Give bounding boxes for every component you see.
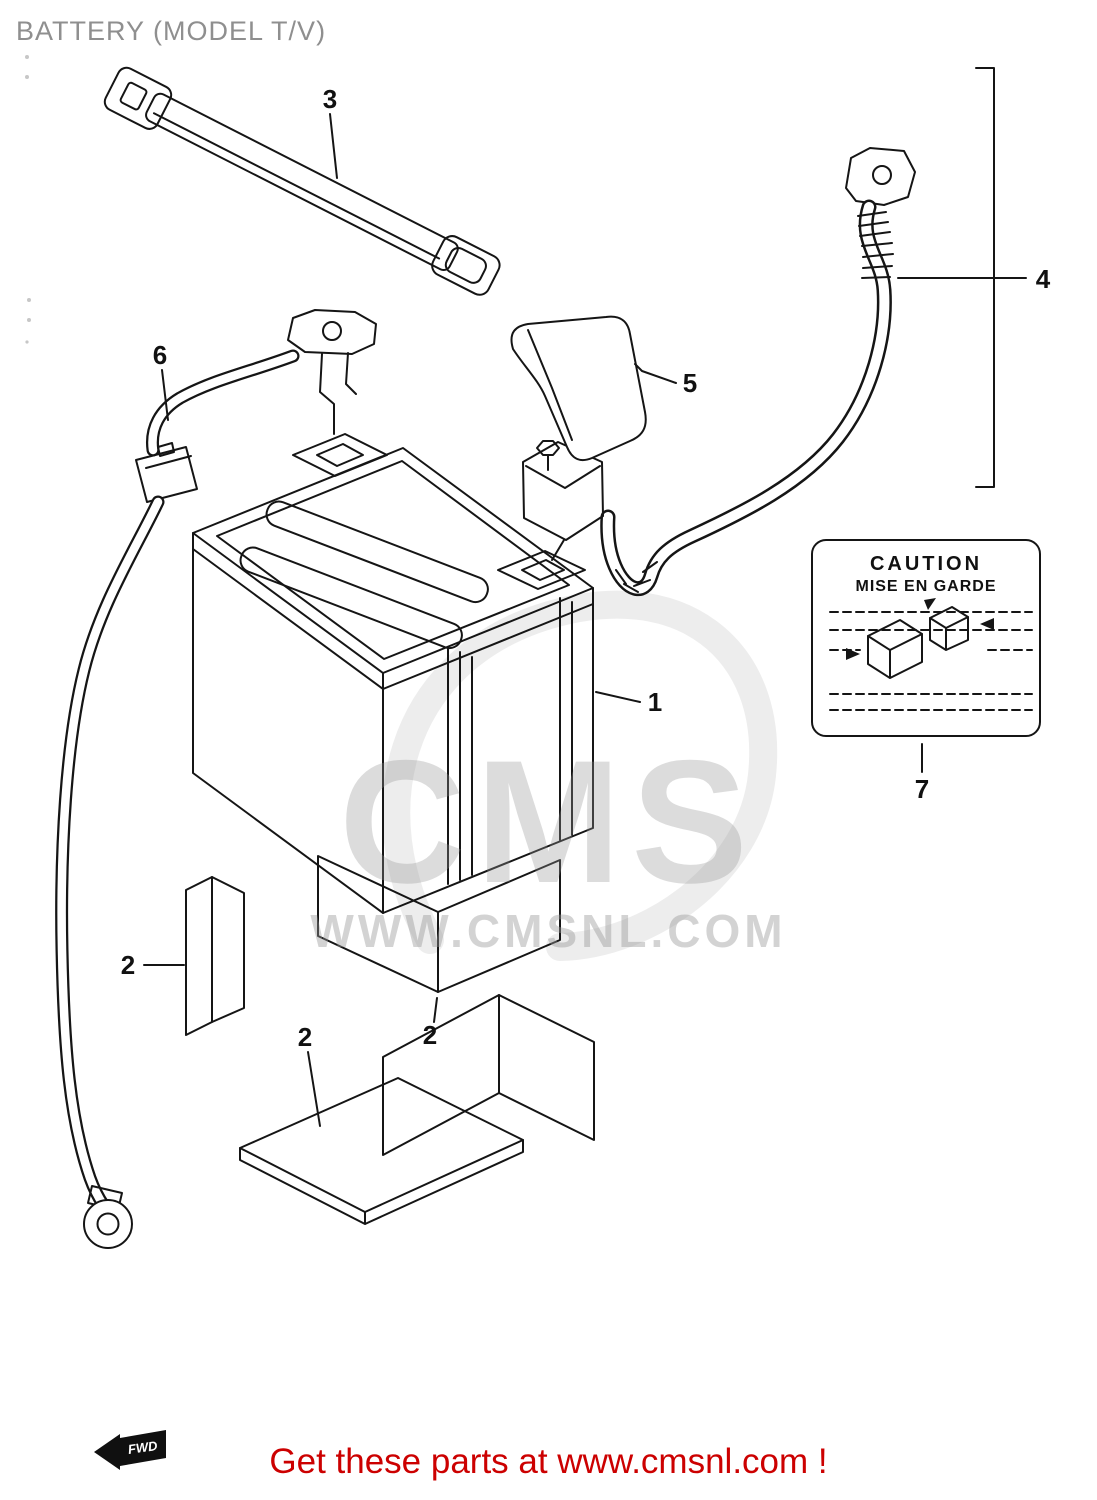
callout-2-center: 2 <box>423 997 438 1050</box>
callout-5: 5 <box>634 363 697 398</box>
battery <box>192 433 594 914</box>
callout-1: 1 <box>595 687 662 717</box>
negative-cable <box>55 309 377 1249</box>
footer-parts-link[interactable]: Get these parts at www.cmsnl.com ! <box>269 1442 828 1481</box>
caution-title: CAUTION <box>870 553 982 575</box>
callout-6: 6 <box>153 340 169 421</box>
callout-5-number: 5 <box>683 368 697 398</box>
cushion-left <box>185 876 245 1036</box>
caution-pictogram <box>867 606 969 679</box>
callout-6-number: 6 <box>153 340 167 370</box>
caution-sticker: CAUTION MISE EN GARDE <box>811 539 1041 737</box>
cushion-tray <box>317 855 561 993</box>
callout-2-center-number: 2 <box>423 1020 437 1050</box>
cushion-right <box>382 994 595 1156</box>
footer: Get these parts at www.cmsnl.com ! <box>0 1442 1097 1482</box>
callout-3: 3 <box>323 84 338 179</box>
callout-4: 4 <box>897 264 1051 294</box>
fwd-flag-label: FWD <box>127 1438 159 1457</box>
scan-artifacts <box>25 55 31 344</box>
caution-arrows <box>846 598 994 660</box>
positive-cable <box>522 147 916 597</box>
callout-2-left: 2 <box>121 950 185 980</box>
callout-3-number: 3 <box>323 84 337 114</box>
callout-2-mat-number: 2 <box>298 1022 312 1052</box>
watermark-swirl <box>382 590 778 961</box>
cushion-mat <box>239 1077 524 1225</box>
caution-subtitle: MISE EN GARDE <box>855 578 996 595</box>
callout-7-number: 7 <box>915 774 929 804</box>
fwd-flag: FWD <box>94 1430 166 1470</box>
callout-1-number: 1 <box>648 687 662 717</box>
callout-2-left-number: 2 <box>121 950 135 980</box>
battery-strap <box>103 66 501 296</box>
page-title: BATTERY (MODEL T/V) <box>16 16 327 46</box>
callout-7: 7 <box>915 743 929 804</box>
callout-4-number: 4 <box>1036 264 1051 294</box>
callout-2-mat: 2 <box>298 1022 321 1127</box>
terminal-cover <box>510 315 647 462</box>
